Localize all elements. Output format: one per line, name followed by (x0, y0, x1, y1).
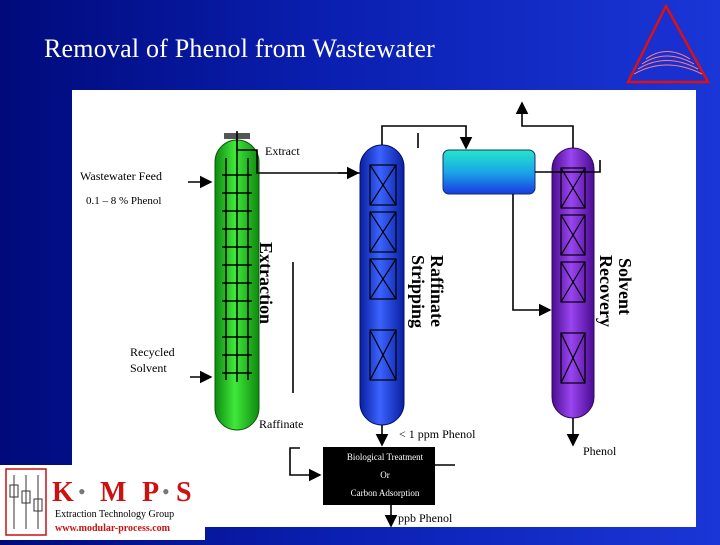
solvent-label: Solvent (130, 361, 167, 375)
triangle-logo-icon (625, 4, 711, 84)
logo-letter-m: M (100, 477, 126, 508)
raffinate-stripping-label-1: Raffinate (427, 255, 447, 327)
logo-separator-2: • (162, 479, 170, 504)
logo-letter-k: K (52, 477, 74, 508)
solvent-recovery-label-1: Solvent (615, 258, 635, 315)
treatment-box (323, 447, 435, 505)
treatment-line-2: Or (380, 470, 390, 480)
logo-group-text: Extraction Technology Group (55, 509, 174, 520)
raffinate-stripping-column (359, 144, 405, 426)
treatment-line-3: Carbon Adsorption (351, 488, 420, 498)
logo-letter-p: P (142, 477, 159, 508)
kmps-logo: K M P S • • Extraction Technology Group … (0, 465, 205, 540)
phenol-label: Phenol (583, 444, 617, 458)
extract-label: Extract (265, 144, 300, 158)
recycled-label: Recycled (130, 345, 175, 359)
logo-separator-1: • (78, 479, 86, 504)
kmps-logo-graphic: K M P S • • Extraction Technology Group … (5, 468, 192, 536)
extraction-column (214, 133, 260, 431)
logo-letter-s: S (176, 477, 192, 508)
phenol-concentration-label: 0.1 – 8 % Phenol (86, 195, 161, 207)
wastewater-feed-label: Wastewater Feed (80, 169, 162, 183)
solvent-recovery-label-2: Recovery (596, 255, 616, 327)
raffinate-stripping-label-2: Stripping (408, 255, 428, 328)
solvent-recovery-column (551, 147, 595, 419)
treatment-line-1: Biological Treatment (347, 452, 424, 462)
extract-tank (442, 149, 536, 195)
ppb-phenol-label: ppb Phenol (398, 511, 453, 525)
raffinate-label: Raffinate (259, 417, 303, 431)
logo-url-text: www.modular-process.com (55, 523, 171, 534)
slide-title: Removal of Phenol from Wastewater (44, 34, 436, 63)
corner-logo (625, 4, 711, 84)
extraction-label: Extraction (256, 242, 276, 324)
process-lines (188, 101, 601, 528)
ppm-phenol-label: < 1 ppm Phenol (399, 427, 476, 441)
